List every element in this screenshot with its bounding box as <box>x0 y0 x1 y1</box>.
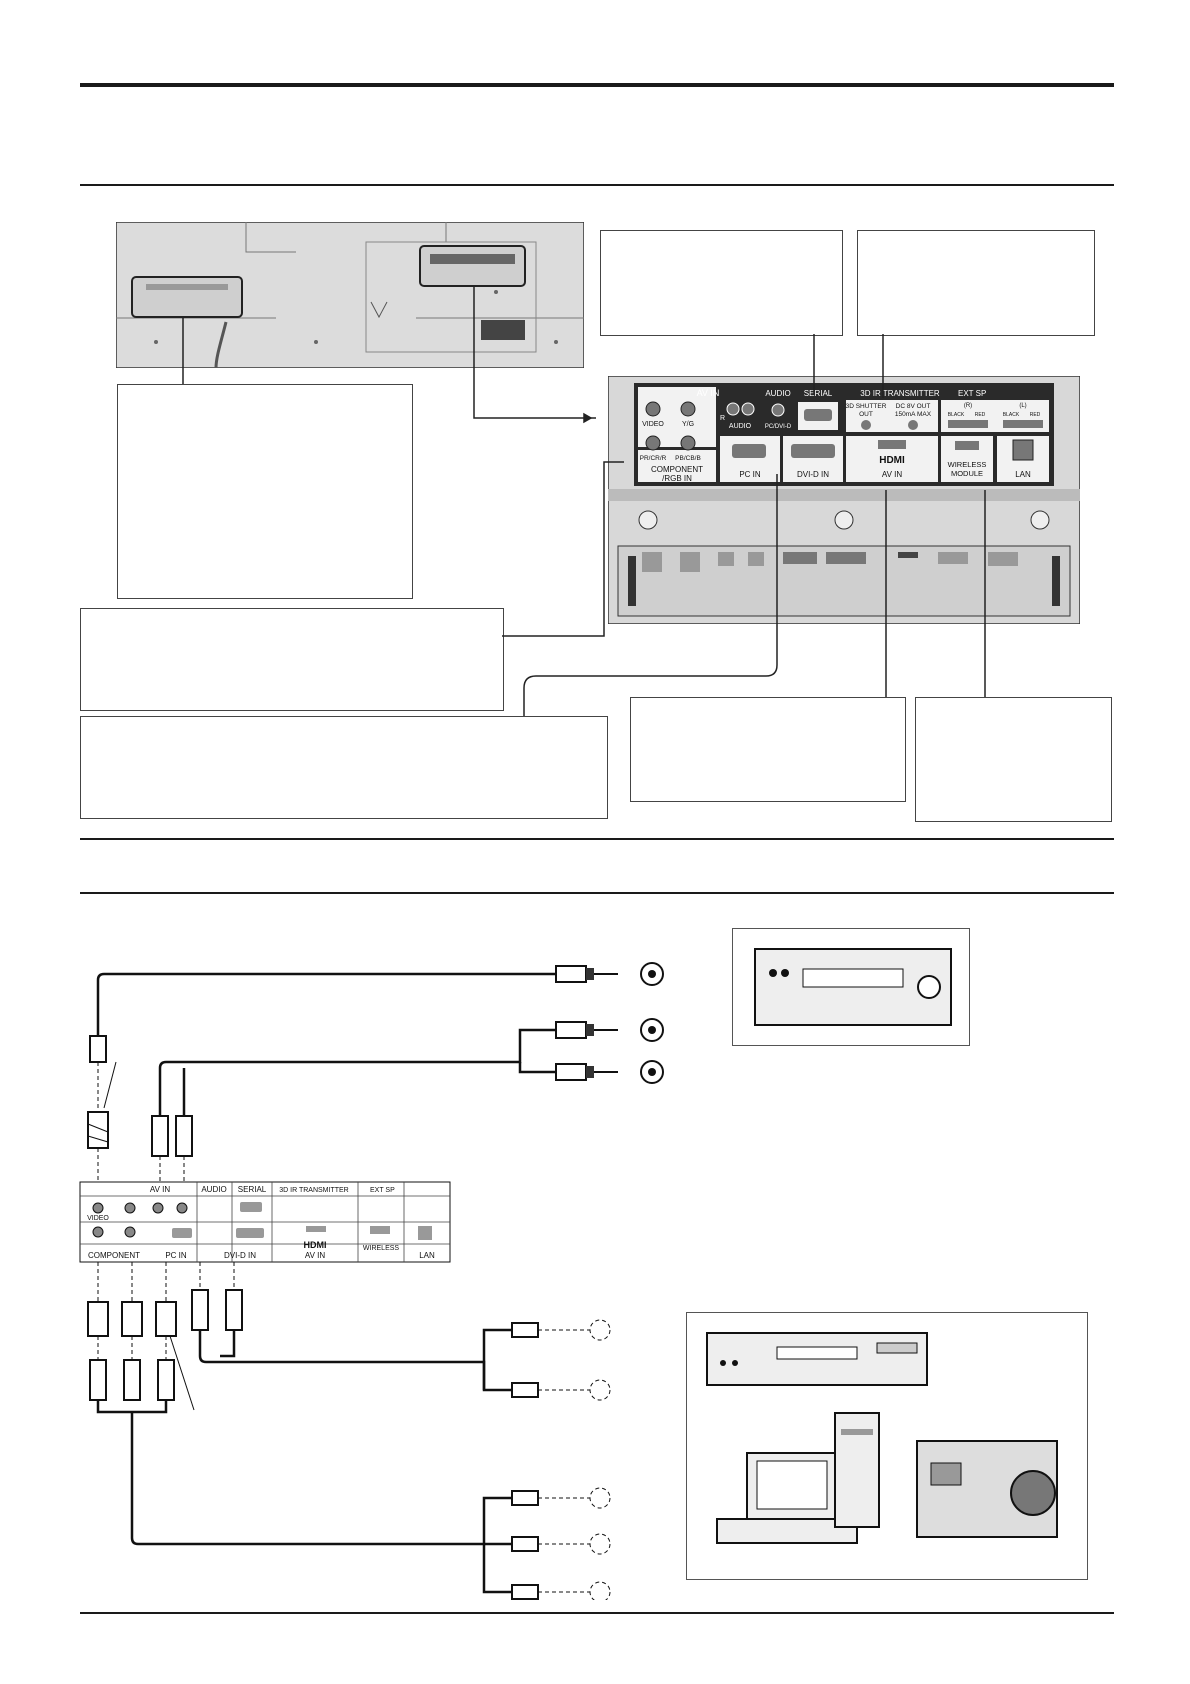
sp-r-label: (R) <box>964 403 972 409</box>
audio-label: AUDIO <box>729 423 752 430</box>
callout-audio-terminal <box>117 384 413 599</box>
callout-pc-dvi <box>80 716 608 819</box>
video-label: VIDEO <box>642 421 664 428</box>
vcr-device-box <box>732 928 970 1046</box>
component-label-1: COMPONENT <box>651 465 703 474</box>
shutter-label-1: 3D SHUTTER <box>846 403 887 410</box>
mini-lan-label: LAN <box>419 1251 435 1260</box>
shutter-label-2: OUT <box>859 411 873 418</box>
rca-plug-audio-l <box>555 1060 664 1084</box>
section-rule-2 <box>80 838 1114 840</box>
mini-dvi-d-in-label: DVI-D IN <box>224 1251 256 1260</box>
hdmi-logo: HDMI <box>879 455 905 466</box>
y-g-label: Y/G <box>682 421 694 428</box>
red-r-label: RED <box>975 412 986 418</box>
dvd-player-icon <box>706 1332 1058 1544</box>
pb-cb-b-label: PB/CB/B <box>675 455 701 462</box>
mini-component-label: COMPONENT <box>88 1251 140 1260</box>
lan-label: LAN <box>1015 470 1031 479</box>
section-rule-3 <box>80 892 1114 894</box>
vcr-icon <box>754 948 952 1026</box>
av-in-label: AV IN <box>697 388 720 398</box>
component-label-2: /RGB IN <box>662 474 692 483</box>
dvi-d-in-label: DVI-D IN <box>797 470 829 479</box>
pr-cr-r-label: PR/CR/R <box>640 455 667 462</box>
wireless-label-1: WIRELESS <box>948 460 987 469</box>
pc-in-label: PC IN <box>739 470 761 479</box>
rca-plug-audio-r <box>555 1018 664 1042</box>
source-devices-box <box>686 1312 1088 1580</box>
callout-3d-ir-transmitter <box>857 230 1095 336</box>
bottom-rule <box>80 1612 1114 1614</box>
dc-out-label-1: DC 8V OUT <box>896 403 931 410</box>
connection-diagram: AV IN AUDIO SERIAL 3D IR TRANSMITTER EXT… <box>79 962 664 1600</box>
callout-hdmi <box>630 697 906 802</box>
mini-video-label: VIDEO <box>87 1215 109 1222</box>
rca-plug-video <box>555 962 664 986</box>
top-rule-heavy <box>80 83 1114 87</box>
callout-component-rgb <box>80 608 504 711</box>
callout-lan <box>915 697 1112 822</box>
dc-out-label-2: 150mA MAX <box>895 411 932 418</box>
wireless-label-2: MODULE <box>951 469 983 478</box>
terminal-panel-large: AV IN VIDEO Y/G R AUDIO PR/CR/R PB/CB/B … <box>608 376 1080 624</box>
red-l-label: RED <box>1030 412 1041 418</box>
mini-av-in-label: AV IN <box>150 1185 171 1194</box>
section-rule-1 <box>80 184 1114 186</box>
mini-pc-in-label: PC IN <box>165 1251 187 1260</box>
av-in-hdmi-label: AV IN <box>882 470 903 479</box>
mini-av-in-hdmi-label: AV IN <box>305 1251 326 1260</box>
mini-hdmi-logo: HDMI <box>304 1240 327 1250</box>
mini-serial-label: SERIAL <box>238 1185 267 1194</box>
serial-label: SERIAL <box>804 389 833 398</box>
mini-audio-label: AUDIO <box>201 1185 226 1194</box>
tv-rear-view <box>116 222 584 368</box>
sp-l-label: (L) <box>1019 403 1026 409</box>
pc-dvi-d-label: PC/DVI-D <box>765 424 792 430</box>
mini-ext-sp-label: EXT SP <box>370 1187 395 1194</box>
leader-lines-top <box>182 285 986 716</box>
black-l-label: BLACK <box>1003 412 1020 418</box>
audio-header-label: AUDIO <box>765 389 790 398</box>
r-label: R <box>720 415 725 422</box>
mini-ir-label: 3D IR TRANSMITTER <box>279 1187 349 1194</box>
ir-transmitter-label: 3D IR TRANSMITTER <box>860 389 940 398</box>
ext-sp-label: EXT SP <box>958 389 986 398</box>
mini-wireless-label: WIRELESS <box>363 1245 400 1252</box>
black-r-label: BLACK <box>948 412 965 418</box>
callout-serial <box>600 230 843 336</box>
